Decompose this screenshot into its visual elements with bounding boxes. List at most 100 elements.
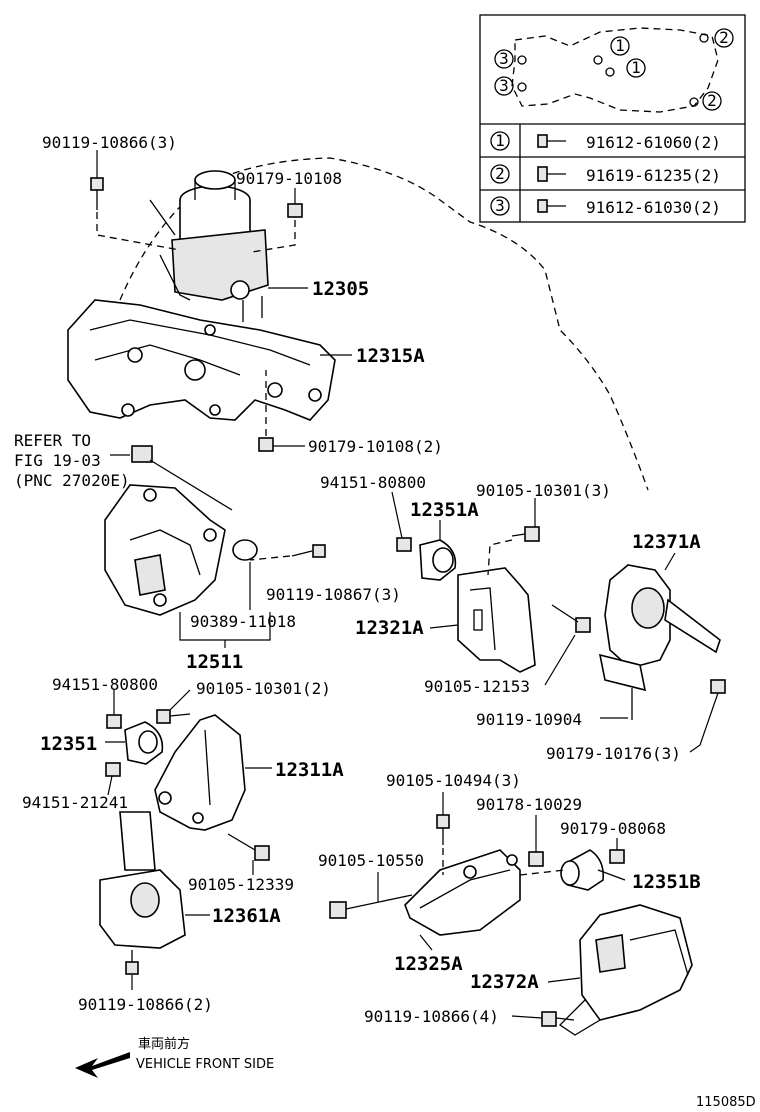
legend-callout-1b: 1	[631, 58, 641, 77]
label-12351: 12351	[40, 733, 97, 755]
label-90105-10301-2: 90105-10301(2)	[196, 679, 331, 698]
bushing-12351A	[419, 539, 457, 581]
nut-90179-10108-top	[287, 203, 303, 218]
nut-90178-10029	[528, 851, 544, 867]
label-90178-10029: 90178-10029	[476, 795, 582, 814]
legend-bolt-3b	[517, 82, 527, 92]
legend-row-2: 2 91619-61235(2)	[490, 164, 721, 185]
label-12321A: 12321A	[355, 617, 424, 639]
label-90389-11018: 90389-11018	[190, 612, 296, 631]
legend-callout-1a: 1	[615, 36, 625, 55]
label-12372A: 12372A	[470, 971, 539, 993]
bushing-12351B	[560, 849, 605, 891]
bracket-12311A	[154, 714, 246, 831]
legend-row-3-num: 3	[495, 196, 505, 215]
legend-callout-2a: 2	[719, 28, 729, 47]
label-12371A: 12371A	[632, 531, 701, 553]
vehicle-front-indicator: 車両前方 VEHICLE FRONT SIDE	[75, 1036, 274, 1078]
nut-94151-21241	[105, 762, 121, 777]
label-90105-10301-3: 90105-10301(3)	[476, 481, 611, 500]
bracket-12325A	[404, 849, 521, 936]
nut-90179-08068	[609, 849, 625, 864]
label-refer-to: REFER TO	[14, 431, 91, 450]
label-12351B: 12351B	[632, 871, 701, 893]
label-90179-10176-3: 90179-10176(3)	[546, 744, 681, 763]
label-refer-pnc: (PNC 27020E)	[14, 471, 130, 490]
label-refer-fig: FIG 19-03	[14, 451, 101, 470]
nut-90179-10108-lower	[258, 437, 274, 452]
label-90119-10866-3: 90119-10866(3)	[42, 133, 177, 152]
label-90179-10108: 90179-10108	[236, 169, 342, 188]
nut-94151-80800-mid	[396, 537, 412, 552]
leader-lines	[96, 150, 719, 1019]
label-12351A: 12351A	[410, 499, 479, 521]
label-90105-10550: 90105-10550	[318, 851, 424, 870]
bolt-90119-10866-lower-right	[541, 1011, 575, 1027]
label-90119-10904: 90119-10904	[476, 710, 582, 729]
legend-bolt-1b	[605, 67, 615, 77]
legend-frame	[479, 14, 746, 223]
label-90179-08068: 90179-08068	[560, 819, 666, 838]
label-90119-10867-3: 90119-10867(3)	[266, 585, 401, 604]
label-12315A: 12315A	[356, 345, 425, 367]
bolt-90105-12339	[227, 833, 270, 861]
legend-row-1-part: 91612-61060(2)	[586, 133, 721, 152]
label-94151-21241: 94151-21241	[22, 793, 128, 812]
legend-row-3-part: 91612-61030(2)	[586, 198, 721, 217]
fastener-legend: 3 3 1 1 2 2 1 91612-61060(2) 2 91619-612…	[479, 14, 746, 223]
long-bolt-refer-19-03	[131, 445, 233, 511]
label-90105-12339: 90105-12339	[188, 875, 294, 894]
label-12305: 12305	[312, 278, 369, 300]
bolt-90105-10301-mid	[511, 526, 540, 542]
legend-callout-3b: 3	[499, 76, 509, 95]
diagram-id: 115085D	[696, 1095, 756, 1110]
bolt-90105-12153	[551, 604, 591, 633]
legend-bolt-1a	[593, 55, 603, 65]
nut-94151-80800-lower	[106, 714, 122, 729]
flange-bolt-icon	[537, 166, 566, 182]
legend-bolt-2b	[689, 97, 699, 107]
label-12361A: 12361A	[212, 905, 281, 927]
bolt-90105-10494	[436, 814, 450, 845]
label-94151-80800-lower: 94151-80800	[52, 675, 158, 694]
label-90179-10108-2: 90179-10108(2)	[308, 437, 443, 456]
bolt-icon	[537, 199, 566, 213]
legend-row-2-part: 91619-61235(2)	[586, 166, 721, 185]
label-90119-10866-2: 90119-10866(2)	[78, 995, 213, 1014]
nut-90179-10176	[710, 679, 726, 694]
engine-outline-dashed	[199, 157, 649, 491]
upper-mount-12305	[149, 170, 269, 322]
long-bolt-90105-10550	[329, 894, 413, 919]
bushing-12351	[124, 721, 164, 765]
label-90105-12153: 90105-12153	[424, 677, 530, 696]
bolt-90119-10866-top	[90, 177, 104, 210]
transmission-mount-12372A	[558, 904, 693, 1036]
label-90105-10494-3: 90105-10494(3)	[386, 771, 521, 790]
bolt-icon	[537, 134, 566, 148]
front-arrow-icon	[75, 1052, 130, 1078]
engine-mount-12361A	[99, 811, 186, 949]
legend-row-2-num: 2	[495, 164, 505, 183]
legend-bolt-2a	[699, 33, 709, 43]
engine-mount-bracket-12511	[104, 484, 226, 616]
bolt-90105-10301-lower	[156, 709, 191, 724]
legend-callout-2b: 2	[707, 91, 717, 110]
label-94151-80800-mid: 94151-80800	[320, 473, 426, 492]
bolt-90119-10867	[291, 544, 326, 558]
label-12311A: 12311A	[275, 759, 344, 781]
bracket-12321A	[457, 567, 536, 673]
upper-bracket-12315A	[67, 299, 336, 421]
bushing-90389-11018	[232, 539, 258, 561]
legend-callout-3a: 3	[499, 49, 509, 68]
engine-mount-12371A	[598, 564, 721, 720]
label-front-jp: 車両前方	[138, 1036, 190, 1052]
legend-row-3: 3 91612-61030(2)	[490, 196, 721, 217]
legend-row-1-num: 1	[495, 131, 505, 150]
legend-row-1: 1 91612-61060(2)	[490, 131, 721, 152]
bolt-90119-10866-lower-left	[125, 950, 139, 975]
label-12511: 12511	[186, 651, 243, 673]
part-labels: 90119-10866(3) 90179-10108 12305 12315A …	[14, 133, 701, 1026]
label-12325A: 12325A	[394, 953, 463, 975]
label-front-en: VEHICLE FRONT SIDE	[136, 1057, 274, 1072]
